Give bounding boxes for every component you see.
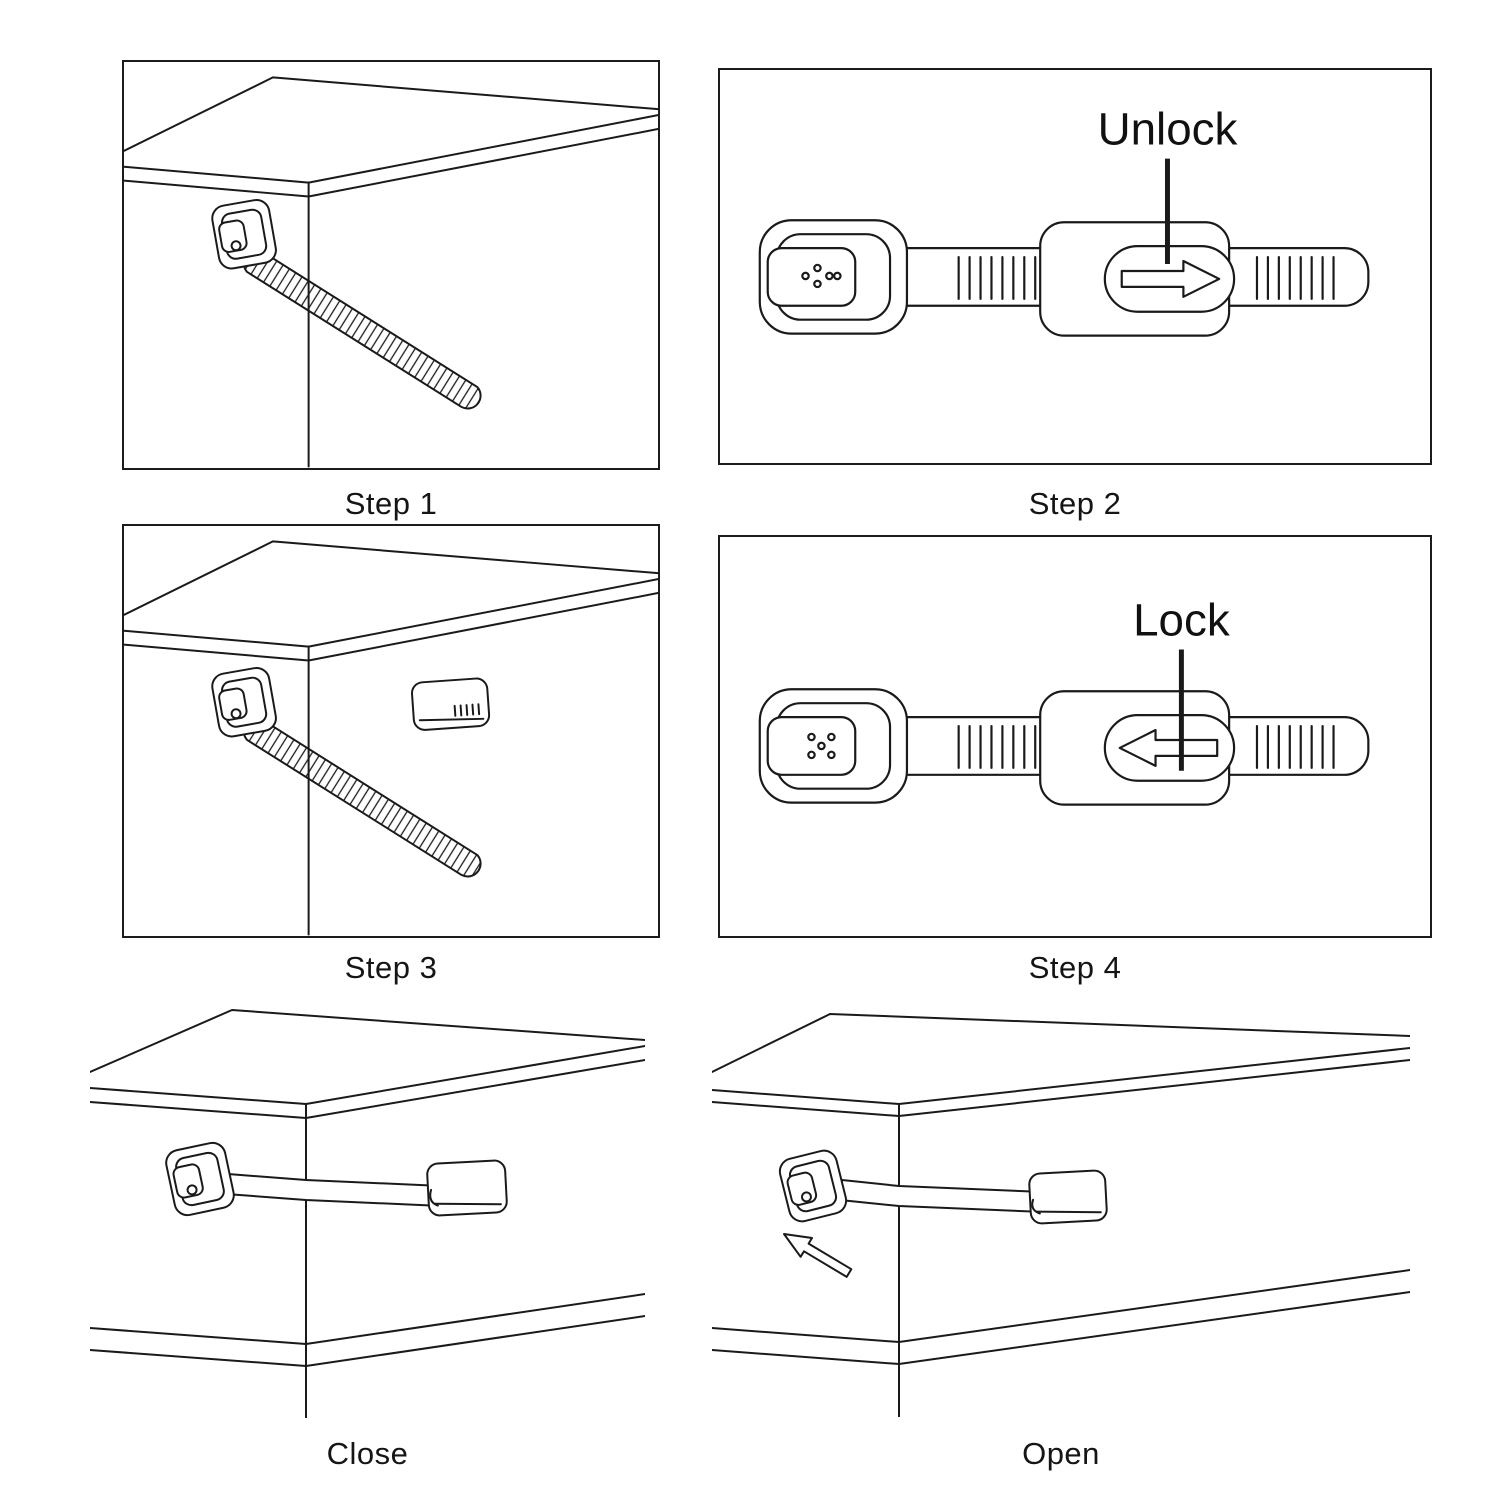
lock-head — [165, 1141, 235, 1217]
lock-head — [211, 199, 277, 270]
lock-head — [211, 666, 277, 738]
strap-ribs-right — [1255, 255, 1335, 300]
cabinet-lock-open-drawing — [712, 1013, 1410, 1417]
lock-head — [758, 219, 909, 335]
panel-caption: Open — [1022, 1436, 1100, 1471]
strap-ribs-left — [957, 255, 1037, 300]
panel-caption: Close — [326, 1436, 409, 1471]
panel-caption: Step 1 — [344, 486, 438, 521]
cabinet-outline — [90, 1009, 645, 1418]
cabinet-outline — [124, 76, 658, 468]
unlock-label: Unlock — [1098, 104, 1238, 155]
panel-caption: Step 2 — [1028, 486, 1122, 521]
panel-open — [712, 1002, 1410, 1417]
panel-step-1 — [122, 60, 660, 470]
cabinet-outline — [124, 540, 658, 936]
cabinet-outline — [712, 1013, 1410, 1417]
panel-caption: Step 3 — [344, 950, 438, 985]
strap-lock-lock-drawing: Lock — [758, 595, 1370, 806]
strap-closed — [225, 1173, 443, 1207]
strap-ribs-left — [957, 724, 1037, 769]
lock-head — [778, 1149, 848, 1223]
cabinet-with-strap-drawing — [124, 76, 658, 468]
panel-close — [90, 998, 645, 1418]
panel-step-2: Unlock — [718, 68, 1432, 465]
cabinet-with-strap-and-anchor-drawing — [124, 540, 658, 936]
panel-step-4: Lock — [718, 535, 1432, 938]
anchor-pad — [426, 1159, 508, 1217]
lock-label: Lock — [1133, 595, 1230, 646]
strap-ribs-right — [1255, 724, 1335, 769]
cabinet-lock-closed-drawing — [90, 1009, 645, 1418]
ribbed-strap — [242, 249, 482, 410]
anchor-pad — [1028, 1169, 1108, 1225]
unlock-arrow-icon — [1120, 259, 1221, 298]
strap-closed — [839, 1179, 1045, 1213]
anchor-pad — [411, 677, 491, 731]
open-direction-arrow-icon — [783, 1233, 853, 1278]
strap-lock-unlock-drawing: Unlock — [758, 104, 1370, 337]
panel-caption: Step 4 — [1028, 950, 1122, 985]
lock-head — [758, 688, 909, 804]
lock-arrow-icon — [1118, 728, 1219, 767]
panel-step-3 — [122, 524, 660, 938]
ribbed-strap — [242, 717, 482, 878]
